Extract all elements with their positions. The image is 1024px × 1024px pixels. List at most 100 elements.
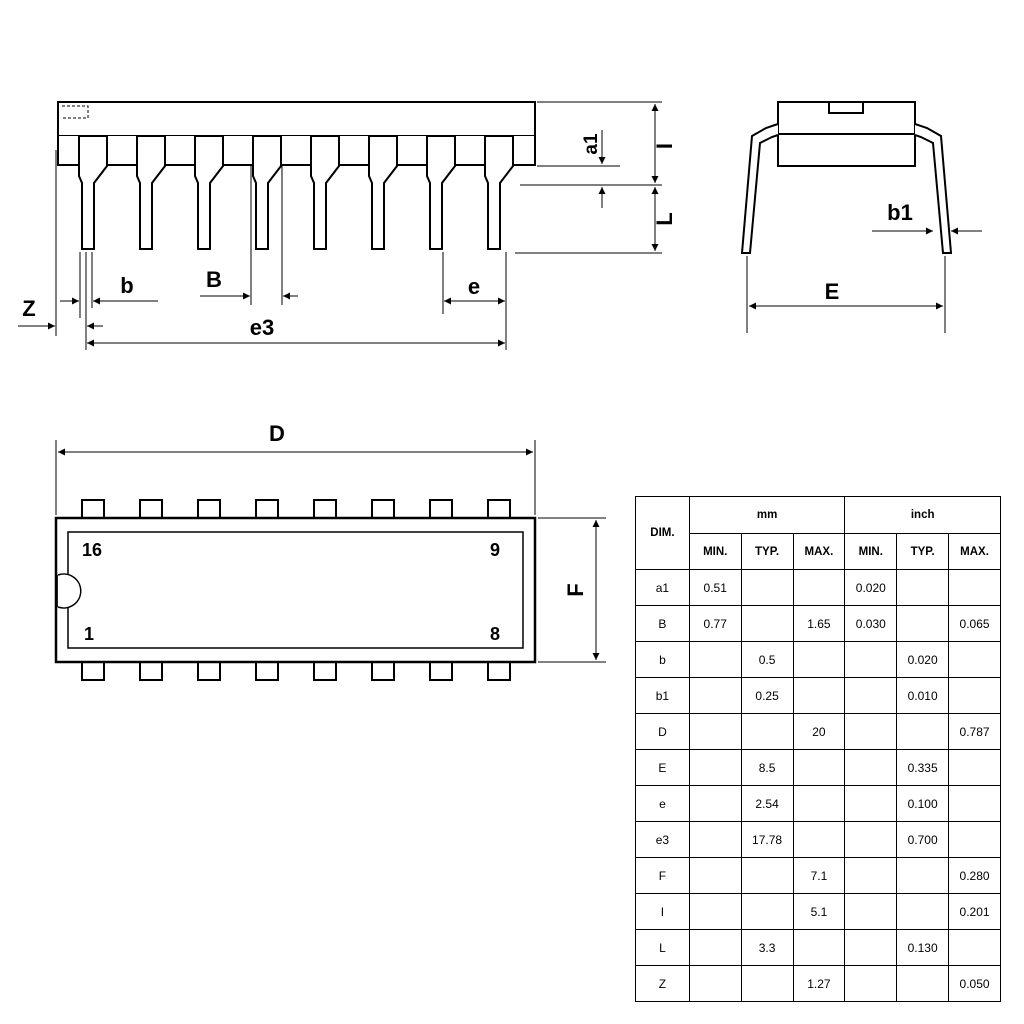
top-pin (487, 661, 511, 681)
table-cell-value: 0.065 (948, 605, 1001, 642)
table-cell-value: 8.5 (740, 749, 794, 786)
table-cell-value (740, 605, 794, 642)
top-pin-row-upper (81, 499, 511, 519)
top-pin (81, 661, 105, 681)
table-cell-value: 0.020 (896, 641, 950, 678)
table-cell-value (844, 965, 898, 1002)
table-cell-value (948, 677, 1001, 714)
table-cell-dimension: e (635, 785, 690, 822)
table-cell-value (844, 929, 898, 966)
table-subheader: MAX. (948, 533, 1001, 570)
table-cell-value (948, 929, 1001, 966)
dim-label-I: I (652, 143, 677, 149)
table-cell-value: 0.201 (948, 893, 1001, 930)
table-cell-value (688, 857, 742, 894)
table-subheader: MAX. (792, 533, 846, 570)
table-subheader: TYP. (896, 533, 950, 570)
table-cell-value: 2.54 (740, 785, 794, 822)
dimension-table: DIM. mm inch MIN.TYP.MAX.MIN.TYP.MAX. a1… (635, 496, 1001, 1002)
dim-label-L: L (652, 212, 677, 225)
table-cell-value (792, 749, 846, 786)
table-cell-dimension: B (635, 605, 690, 642)
table-cell-value: 0.280 (948, 857, 1001, 894)
side-pin (484, 135, 514, 250)
top-pin (139, 661, 163, 681)
top-pin (429, 661, 453, 681)
table-cell-value: 0.100 (896, 785, 950, 822)
table-cell-value: 0.787 (948, 713, 1001, 750)
table-cell-value (688, 929, 742, 966)
dim-label-Z: Z (22, 296, 35, 321)
end-view (740, 101, 953, 254)
table-cell-dimension: e3 (635, 821, 690, 858)
table-cell-value (896, 713, 950, 750)
table-header-mm: mm (688, 496, 846, 534)
table-cell-value (844, 821, 898, 858)
table-subheader: MIN. (844, 533, 898, 570)
table-cell-value (896, 965, 950, 1002)
table-cell-value (844, 641, 898, 678)
dim-label-b1: b1 (887, 200, 913, 225)
side-pin (194, 135, 224, 250)
top-pin (81, 499, 105, 519)
table-cell-value (948, 785, 1001, 822)
top-pin (371, 499, 395, 519)
table-cell-value (740, 569, 794, 606)
table-row: e3 17.78 0.700 (635, 821, 1001, 858)
table-row: e 2.54 0.100 (635, 785, 1001, 822)
dim-label-F: F (563, 583, 588, 596)
side-dimension-labels: I L a1 b B e Z e3 (22, 133, 677, 340)
table-cell-value: 7.1 (792, 857, 846, 894)
table-cell-value (844, 893, 898, 930)
top-view (54, 499, 537, 681)
table-cell-value (688, 785, 742, 822)
side-view (57, 101, 536, 250)
table-cell-value (844, 785, 898, 822)
table-cell-dimension: b1 (635, 677, 690, 714)
table-cell-value (896, 605, 950, 642)
top-pin (313, 499, 337, 519)
table-cell-value: 1.27 (792, 965, 846, 1002)
top-pin (487, 499, 511, 519)
dim-label-b: b (120, 273, 133, 298)
table-cell-value (792, 569, 846, 606)
table-cell-value (688, 677, 742, 714)
dim-label-B: B (206, 267, 222, 292)
dim-label-e: e (468, 274, 480, 299)
table-cell-value (792, 929, 846, 966)
top-pin (255, 499, 279, 519)
top-dimensions (55, 440, 606, 663)
table-cell-value (792, 785, 846, 822)
top-pin (429, 499, 453, 519)
dim-label-E: E (825, 279, 840, 304)
table-cell-value (740, 893, 794, 930)
table-cell-value: 0.700 (896, 821, 950, 858)
table-cell-value (792, 821, 846, 858)
table-cell-value: 0.77 (688, 605, 742, 642)
top-pin (197, 499, 221, 519)
table-cell-dimension: E (635, 749, 690, 786)
table-cell-value (844, 857, 898, 894)
table-header-dim: DIM. (635, 496, 690, 570)
table-cell-value: 5.1 (792, 893, 846, 930)
table-cell-value: 17.78 (740, 821, 794, 858)
side-pin (78, 135, 108, 250)
side-pin (368, 135, 398, 250)
table-cell-value: 0.010 (896, 677, 950, 714)
table-cell-value (688, 641, 742, 678)
side-pin (136, 135, 166, 250)
table-cell-dimension: I (635, 893, 690, 930)
table-cell-value: 0.130 (896, 929, 950, 966)
table-cell-value: 3.3 (740, 929, 794, 966)
dim-label-e3: e3 (250, 315, 274, 340)
table-cell-value (844, 749, 898, 786)
table-cell-value (948, 749, 1001, 786)
table-cell-value: 0.5 (740, 641, 794, 678)
table-cell-value: 0.030 (844, 605, 898, 642)
table-cell-value (688, 965, 742, 1002)
